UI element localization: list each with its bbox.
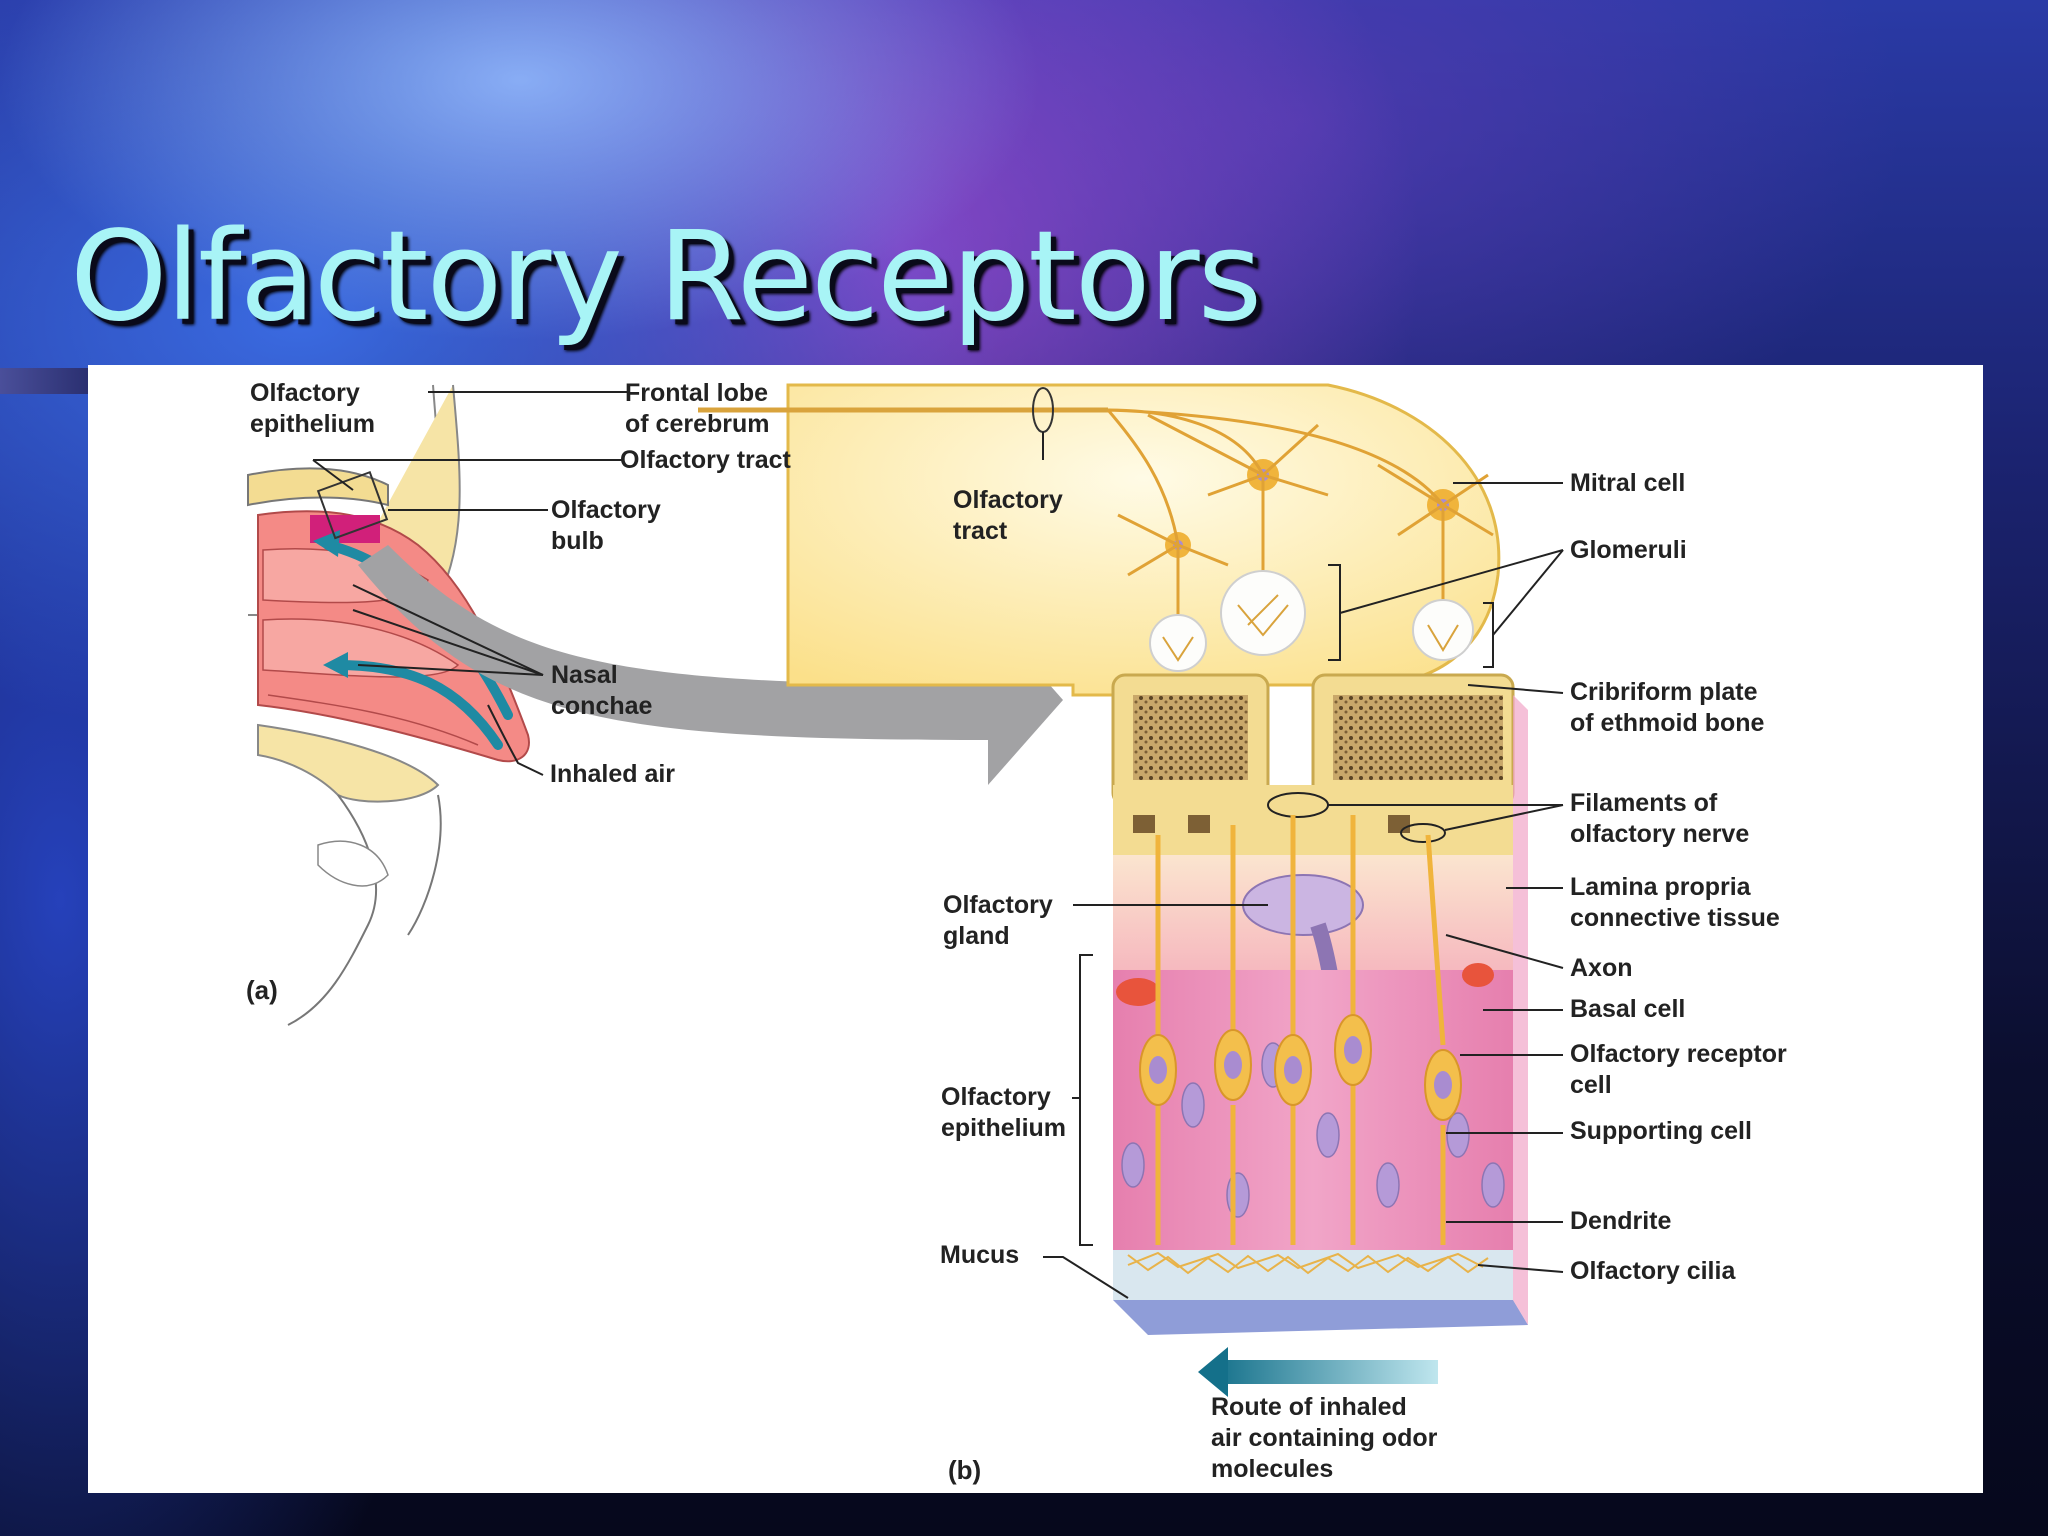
panel-b-tissue-section [698, 383, 1528, 1397]
panel-a-leader-lines [312, 391, 628, 776]
label-frontal-lobe: Frontal lobe of cerebrum [625, 379, 770, 438]
label-olfactory-epithelium-b: Olfactory epithelium [941, 1083, 1067, 1142]
decorative-bar [0, 368, 90, 394]
label-lamina-propria: Lamina propria connective tissue [1570, 873, 1780, 932]
label-olfactory-receptor-cell: Olfactory receptor cell [1570, 1040, 1787, 1099]
panel-a-head-section [247, 384, 1063, 1026]
slide-title: Olfactory Receptors [70, 205, 1262, 349]
label-olfactory-epithelium-a: Olfactory epithelium [250, 379, 376, 438]
label-nasal-conchae: Nasal conchae [551, 661, 653, 720]
label-axon: Axon [1570, 954, 1633, 982]
label-cribriform-plate: Cribriform plate of ethmoid bone [1570, 678, 1765, 737]
label-dendrite: Dendrite [1570, 1207, 1672, 1235]
label-filaments-olfactory-nerve: Filaments of olfactory nerve [1570, 789, 1750, 848]
figure-panel: Olfactory epithelium Frontal lobe of cer… [88, 365, 1983, 1493]
panel-b-tag: (b) [948, 1455, 982, 1485]
label-basal-cell: Basal cell [1570, 995, 1686, 1023]
label-route-of-inhaled-air: Route of inhaled air containing odor mol… [1211, 1393, 1438, 1483]
label-supporting-cell: Supporting cell [1570, 1117, 1752, 1145]
label-olfactory-gland: Olfactory gland [943, 891, 1053, 950]
label-mitral-cell: Mitral cell [1570, 469, 1686, 497]
label-olfactory-bulb: Olfactory bulb [551, 496, 661, 555]
olfactory-illustration [247, 383, 1564, 1397]
label-inhaled-air: Inhaled air [550, 760, 676, 788]
label-olfactory-tract-a: Olfactory tract [620, 446, 791, 474]
label-glomeruli: Glomeruli [1570, 536, 1687, 564]
label-olfactory-tract-b: Olfactory tract [953, 486, 1063, 545]
panel-b-leader-lines [1042, 432, 1564, 1299]
label-olfactory-cilia: Olfactory cilia [1570, 1257, 1736, 1285]
label-mucus: Mucus [940, 1241, 1020, 1269]
panel-a-tag: (a) [246, 975, 278, 1005]
